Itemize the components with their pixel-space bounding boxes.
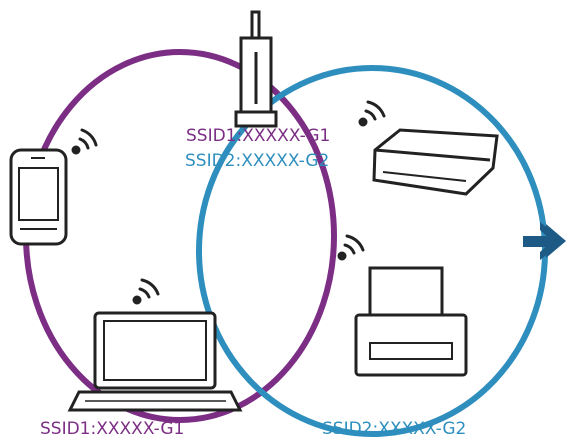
laptop-icon: [67, 311, 243, 412]
router-ssid1-label: SSID1:XXXXX-G1: [186, 126, 331, 146]
network1-label: SSID1:XXXXX-G1: [40, 419, 185, 439]
wireless-printer-icon: [354, 266, 468, 377]
wifi-icon: [71, 100, 386, 305]
router-icon: [234, 10, 278, 128]
network2-label: SSID2:XXXXX-G2: [322, 419, 467, 439]
smartphone-icon: [9, 148, 68, 246]
router-ssid2-label: SSID2:XXXXX-G2: [185, 151, 330, 171]
arrow-right-icon: [523, 222, 566, 260]
printer-icon: [372, 128, 499, 196]
